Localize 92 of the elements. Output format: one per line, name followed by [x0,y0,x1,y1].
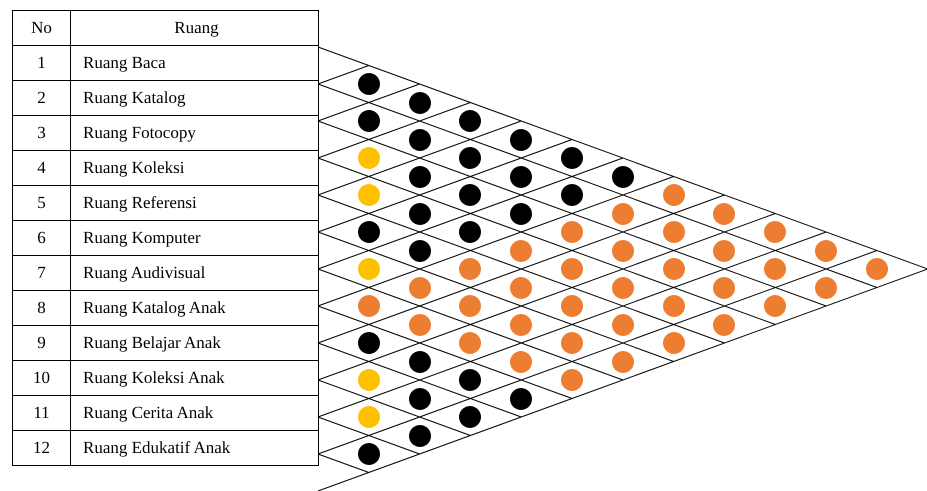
relation-dot [561,295,584,317]
relation-dot [459,221,482,243]
relation-dot [561,221,584,243]
relation-dot [713,276,736,298]
relation-dot [408,92,431,114]
relation-dot [459,147,482,169]
room-name: Ruang Audivisual [70,256,318,290]
room-name: Ruang Fotocopy [70,116,318,150]
relation-dot [358,295,380,317]
relation-dot [612,166,634,188]
room-name: Ruang Koleksi Anak [70,360,318,396]
relation-dot [408,276,431,298]
relation-dot [358,369,380,391]
row-number: 8 [12,290,70,326]
row-number: 10 [12,360,70,396]
relation-dot [408,128,431,150]
relation-dot [408,240,431,262]
relation-dot [764,221,786,243]
row-number: 4 [12,150,70,186]
relation-dot [358,147,380,169]
relation-dot [358,332,380,354]
relation-dot [510,388,532,410]
relation-dot [561,258,584,280]
relation-dot [408,166,431,188]
relation-dot [358,406,380,428]
relation-dot [612,240,634,262]
row-number: 6 [12,220,70,256]
room-name: Ruang Katalog [70,80,318,116]
row-number: 7 [12,256,70,290]
relation-dot [408,202,431,224]
room-name: Ruang Referensi [70,186,318,220]
room-name: Ruang Edukatif Anak [70,430,318,466]
relation-dot [612,276,634,298]
relation-dot [764,258,786,280]
row-number: 11 [12,396,70,430]
relation-dot [713,202,736,224]
relation-dot [612,350,634,372]
relation-dot [662,332,685,354]
relation-dot [866,258,888,280]
relation-dot [358,110,380,132]
relation-dot [561,147,584,169]
relation-dot [713,240,736,262]
relation-dot [510,240,532,262]
relation-dot [459,369,482,391]
relation-dot [510,276,532,298]
row-number: 12 [12,430,70,466]
relation-dot [358,258,380,280]
relation-dot [510,202,532,224]
relation-dot [662,295,685,317]
row-number: 5 [12,186,70,220]
relation-dot [510,350,532,372]
relation-dot [459,258,482,280]
relation-dot [612,202,634,224]
relation-dot [561,332,584,354]
relation-dot [612,314,634,336]
relation-dot [662,184,685,206]
relation-dot [662,258,685,280]
row-number: 2 [12,80,70,116]
relation-dot [459,184,482,206]
row-number: 3 [12,116,70,150]
relation-dot [510,166,532,188]
relation-dot [815,276,838,298]
relation-dot [561,369,584,391]
room-name: Ruang Koleksi [70,150,318,186]
relation-dot [662,221,685,243]
row-number: 1 [12,46,70,80]
relation-dot [561,184,584,206]
relation-dot [358,221,380,243]
relation-dot [408,388,431,410]
room-name: Ruang Katalog Anak [70,290,318,326]
relation-dot [459,332,482,354]
room-name: Ruang Belajar Anak [70,326,318,360]
relation-dot [358,443,380,465]
relation-dot [713,314,736,336]
column-header: Ruang [70,10,318,46]
row-number: 9 [12,326,70,360]
relation-dot [358,73,380,95]
room-name: Ruang Komputer [70,220,318,256]
relation-dot [459,406,482,428]
room-name: Ruang Baca [70,46,318,80]
relation-dot [358,184,380,206]
relation-dot [408,350,431,372]
relation-dot [815,240,838,262]
relation-dot [510,128,532,150]
column-header: No [12,10,70,46]
relation-dot [510,314,532,336]
relation-dot [459,110,482,132]
relation-dot [408,314,431,336]
relation-dot [764,295,786,317]
relation-dot [408,424,431,446]
room-name: Ruang Cerita Anak [70,396,318,430]
relation-dot [459,295,482,317]
